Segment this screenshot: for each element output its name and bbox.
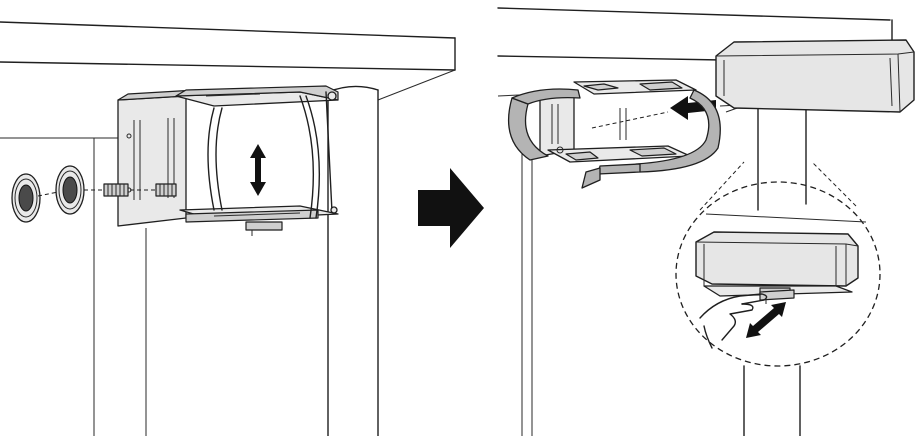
double-arrow-icon	[250, 144, 266, 196]
step-arrow-icon	[418, 168, 484, 248]
diagonal-double-arrow-icon	[746, 302, 786, 338]
right-bracket	[539, 79, 697, 163]
left-strap-loop	[207, 95, 321, 219]
wall-anchor-icon	[11, 165, 177, 223]
left-bracket	[117, 85, 339, 236]
right-strap	[508, 88, 721, 189]
left-wall-post	[0, 85, 379, 436]
detail-magnifier-circle	[675, 161, 881, 436]
left-panel-wall-mount	[0, 21, 456, 436]
left-ceiling-board	[0, 21, 456, 101]
pointing-hand-icon	[699, 293, 768, 349]
device-box	[715, 39, 915, 113]
right-panel-device-mount	[497, 7, 915, 436]
